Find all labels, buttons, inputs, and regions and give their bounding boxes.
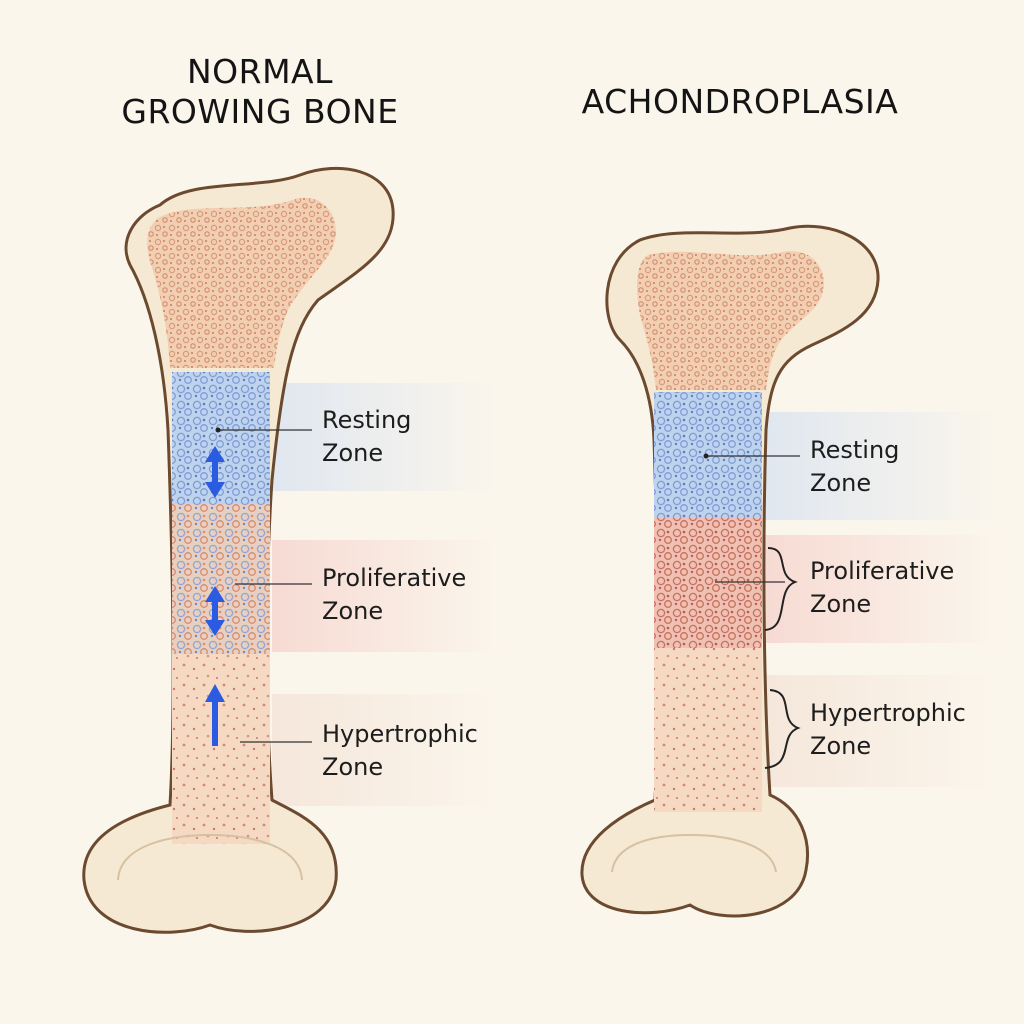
normal-proliferative-line1: Proliferative [322, 564, 467, 592]
growth-arrow-2 [205, 586, 225, 636]
normal-proliferative-zone [172, 504, 270, 654]
achondroplasia-spongy-bone [637, 251, 824, 390]
normal-resting-line2: Zone [322, 439, 384, 467]
normal-resting-line1: Resting [322, 406, 412, 434]
hypertrophic-zone-label-bg-right [765, 675, 1000, 787]
achondroplasia-proliferative-line1: Proliferative [810, 557, 955, 585]
normal-title-line2: GROWING BONE [121, 92, 399, 131]
achondroplasia-hypertrophic-zone [654, 648, 762, 812]
achondroplasia-resting-line2: Zone [810, 469, 872, 497]
normal-resting-zone-label: Resting Zone [322, 404, 411, 470]
growth-arrow-3 [205, 684, 225, 746]
normal-proliferative-zone-label: Proliferative Zone [322, 562, 466, 628]
hypertrophic-zone-label-bg-left [272, 694, 502, 806]
achondroplasia-title: ACHONDROPLASIA [581, 82, 899, 121]
achondroplasia-resting-line1: Resting [810, 436, 900, 464]
proliferative-zone-label-bg-right [765, 535, 1000, 643]
normal-bone [82, 167, 395, 934]
normal-hypertrophic-zone-label: Hypertrophic Zone [322, 718, 478, 784]
achondroplasia-hypertrophic-zone-label: Hypertrophic Zone [810, 697, 966, 763]
proliferative-bracket [764, 547, 798, 631]
normal-title-line1: NORMAL [186, 52, 334, 91]
achondroplasia-bone [580, 224, 880, 918]
normal-hypertrophic-zone [172, 654, 270, 844]
achondroplasia-proliferative-line2: Zone [810, 590, 872, 618]
normal-hypertrophic-line2: Zone [322, 753, 384, 781]
achondroplasia-proliferative-zone-label: Proliferative Zone [810, 555, 954, 621]
resting-zone-label-bg-right [765, 412, 1000, 520]
growth-arrow-1 [205, 446, 225, 498]
normal-spongy-bone [147, 197, 336, 368]
achondroplasia-resting-zone-label: Resting Zone [810, 434, 899, 500]
normal-proliferative-line2: Zone [322, 597, 384, 625]
normal-bone-title: NORMAL GROWING BONE [90, 52, 430, 132]
proliferative-zone-label-bg-left [272, 540, 502, 652]
achondroplasia-hypertrophic-line1: Hypertrophic [810, 699, 966, 727]
achondroplasia-proliferative-zone [654, 518, 762, 648]
hypertrophic-bracket [764, 689, 801, 769]
achondroplasia-hypertrophic-line2: Zone [810, 732, 872, 760]
normal-hypertrophic-line1: Hypertrophic [322, 720, 478, 748]
resting-zone-label-bg-left [272, 383, 502, 491]
